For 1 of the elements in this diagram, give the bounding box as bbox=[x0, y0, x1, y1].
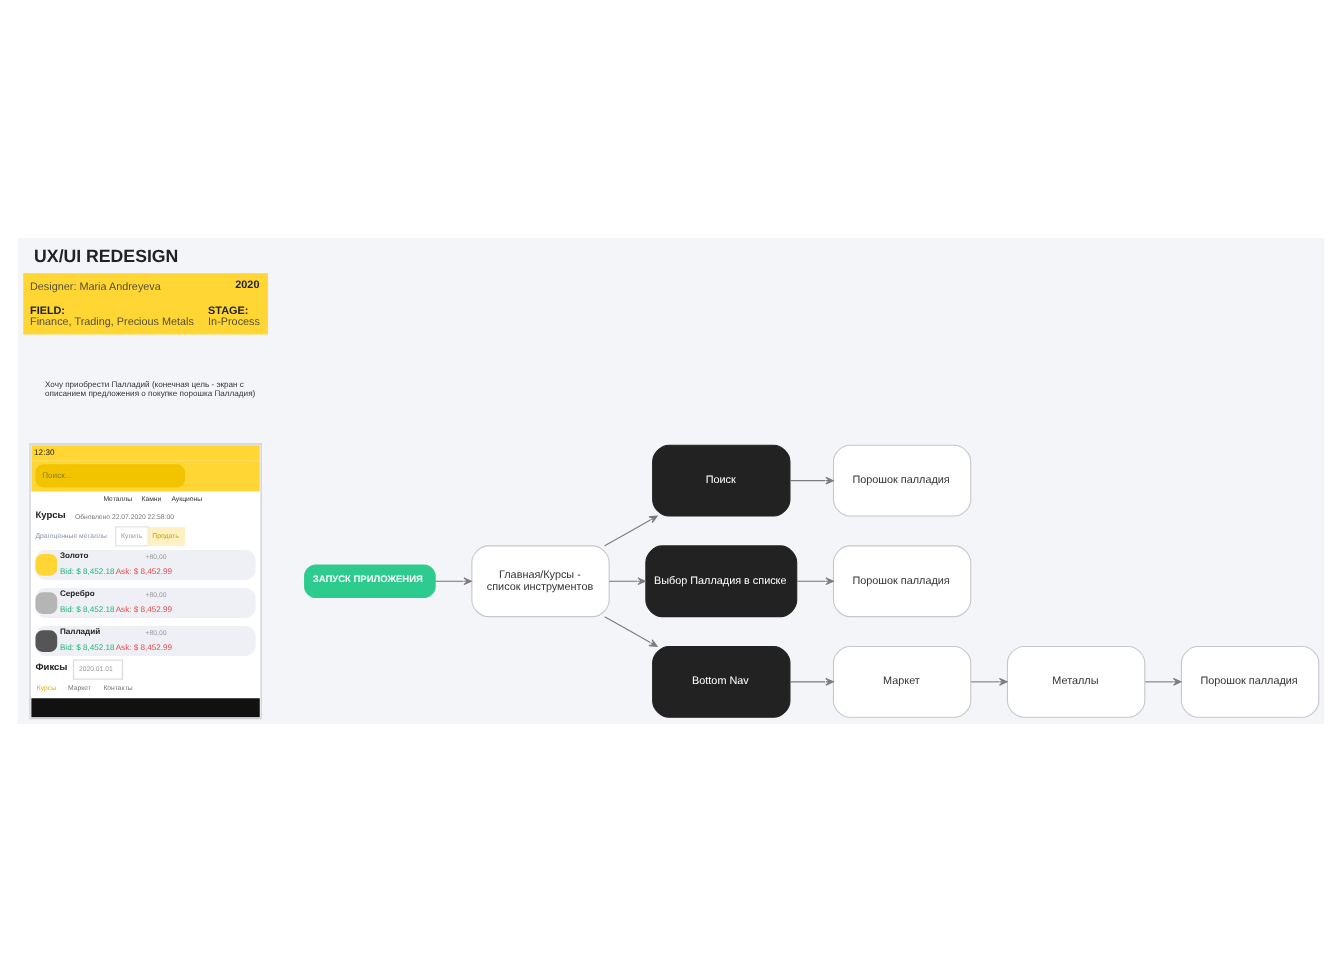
diagram-title: UX/UI REDESIGN bbox=[34, 244, 179, 265]
